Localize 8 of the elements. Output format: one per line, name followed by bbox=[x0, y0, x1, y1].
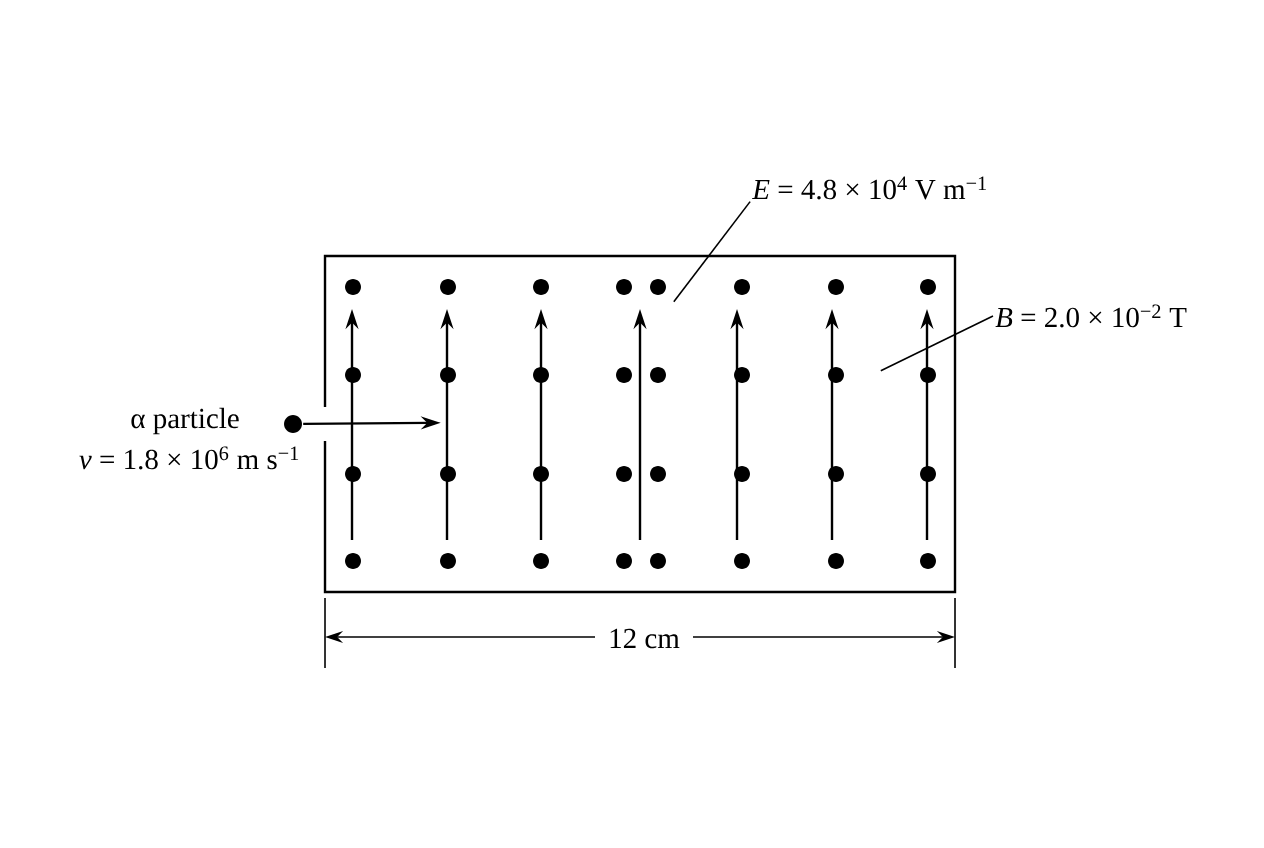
leader-line bbox=[673, 200, 751, 303]
dimension-label: 12 cm bbox=[610, 628, 680, 649]
particle-label: α particle bbox=[131, 407, 239, 435]
leader-line bbox=[880, 315, 994, 372]
particle-label: v = 1.8 × 10$^{6}$ m s$^{−1}$ bbox=[79, 446, 299, 470]
field-label: E = 4.8 × 10$^{4}$ V m$^{−1}$ bbox=[751, 176, 986, 200]
field-region-box bbox=[323, 254, 957, 594]
field-label: B = 2.0 × 10$^{−2}$ T bbox=[995, 304, 1187, 328]
